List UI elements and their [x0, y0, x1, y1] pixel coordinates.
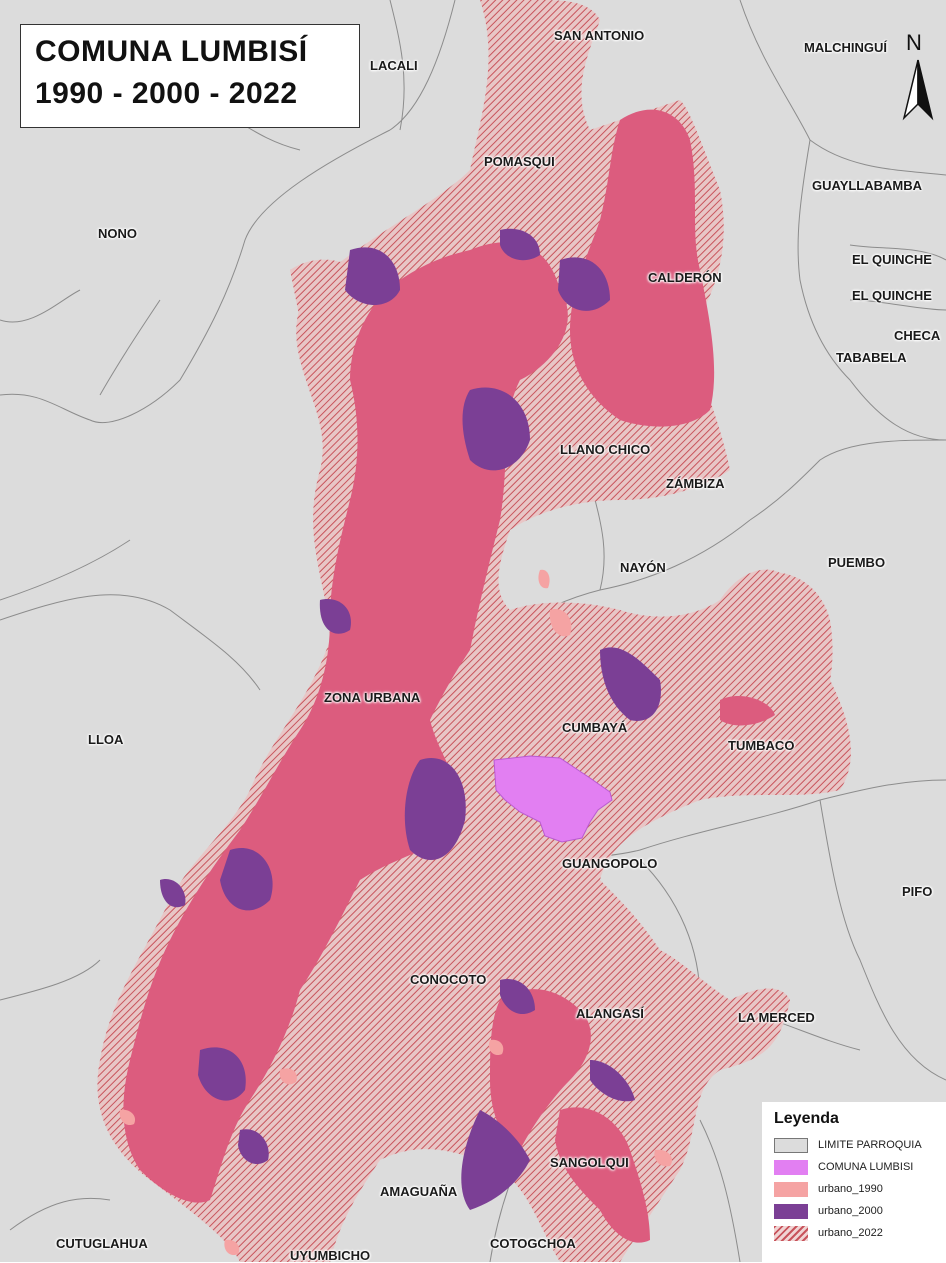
legend-item-comuna-lumbisi: COMUNA LUMBISI — [770, 1156, 938, 1178]
label-sangolqui: SANGOLQUI — [550, 1155, 629, 1170]
urban-1990-area — [119, 569, 673, 1256]
legend-label-limite-parroquia: LIMITE PARROQUIA — [818, 1139, 922, 1151]
legend-swatch-urbano-2022 — [774, 1225, 808, 1241]
label-puembo: PUEMBO — [828, 555, 886, 570]
legend-item-urbano-1990: urbano_1990 — [770, 1178, 938, 1200]
label-checa: CHECA — [894, 328, 941, 343]
comuna-lumbisi-area — [493, 755, 613, 843]
label-pifo: PIFO — [902, 884, 933, 899]
label-amaguana: AMAGUAÑA — [380, 1184, 458, 1199]
urban-core-area — [123, 109, 775, 1243]
north-arrow-icon — [902, 59, 934, 121]
label-el-quinche-1: EL QUINCHE — [852, 252, 932, 267]
map-subtitle-years: 1990 - 2000 - 2022 — [35, 77, 298, 110]
label-pomasqui: POMASQUI — [484, 154, 555, 169]
legend-swatch-urbano-2000 — [774, 1203, 808, 1219]
label-cutuglahua: CUTUGLAHUA — [56, 1236, 148, 1251]
label-lacali: LACALI — [370, 58, 418, 73]
legend-item-urbano-2000: urbano_2000 — [770, 1200, 938, 1222]
label-uyumbicho: UYUMBICHO — [290, 1248, 371, 1263]
legend-swatch-comuna-lumbisi — [774, 1159, 808, 1175]
label-el-quinche-2: EL QUINCHE — [852, 288, 932, 303]
label-zona-urbana: ZONA URBANA — [324, 690, 421, 705]
legend-label-urbano-2000: urbano_2000 — [818, 1205, 883, 1217]
legend-label-urbano-1990: urbano_1990 — [818, 1183, 883, 1195]
label-calderon: CALDERÓN — [648, 270, 722, 285]
label-conocoto: CONOCOTO — [410, 972, 487, 987]
north-label: N — [906, 30, 922, 55]
label-llano-chico: LLANO CHICO — [560, 442, 651, 457]
label-guayllabamba: GUAYLLABAMBA — [812, 178, 923, 193]
label-alangasi: ALANGASÍ — [576, 1006, 644, 1021]
legend: Leyenda LIMITE PARROQUIA COMUNA LUMBISI … — [762, 1102, 946, 1262]
label-san-antonio: SAN ANTONIO — [554, 28, 645, 43]
legend-swatch-limite-parroquia — [774, 1137, 808, 1153]
label-cumbaya: CUMBAYÁ — [562, 720, 628, 735]
legend-item-urbano-2022: urbano_2022 — [770, 1222, 938, 1244]
urban-2000-area — [160, 228, 661, 1210]
map-title: COMUNA LUMBISÍ — [35, 35, 308, 68]
label-nono: NONO — [98, 226, 137, 241]
legend-swatch-urbano-1990 — [774, 1181, 808, 1197]
label-guangopolo: GUANGOPOLO — [562, 856, 658, 871]
label-tumbaco: TUMBACO — [728, 738, 795, 753]
legend-title: Leyenda — [774, 1110, 839, 1127]
label-tababela: TABABELA — [836, 350, 907, 365]
label-malchingui: MALCHINGUÍ — [804, 40, 888, 55]
map-title-box: COMUNA LUMBISÍ 1990 - 2000 - 2022 — [20, 24, 360, 128]
legend-label-comuna-lumbisi: COMUNA LUMBISI — [818, 1161, 914, 1173]
label-la-merced: LA MERCED — [738, 1010, 815, 1025]
legend-item-limite-parroquia: LIMITE PARROQUIA — [770, 1134, 938, 1156]
label-cotogchoa: COTOGCHOA — [490, 1236, 576, 1251]
label-zambiza: ZÁMBIZA — [666, 476, 725, 491]
label-nayon: NAYÓN — [620, 560, 666, 575]
legend-label-urbano-2022: urbano_2022 — [818, 1227, 883, 1239]
label-lloa: LLOA — [88, 732, 124, 747]
